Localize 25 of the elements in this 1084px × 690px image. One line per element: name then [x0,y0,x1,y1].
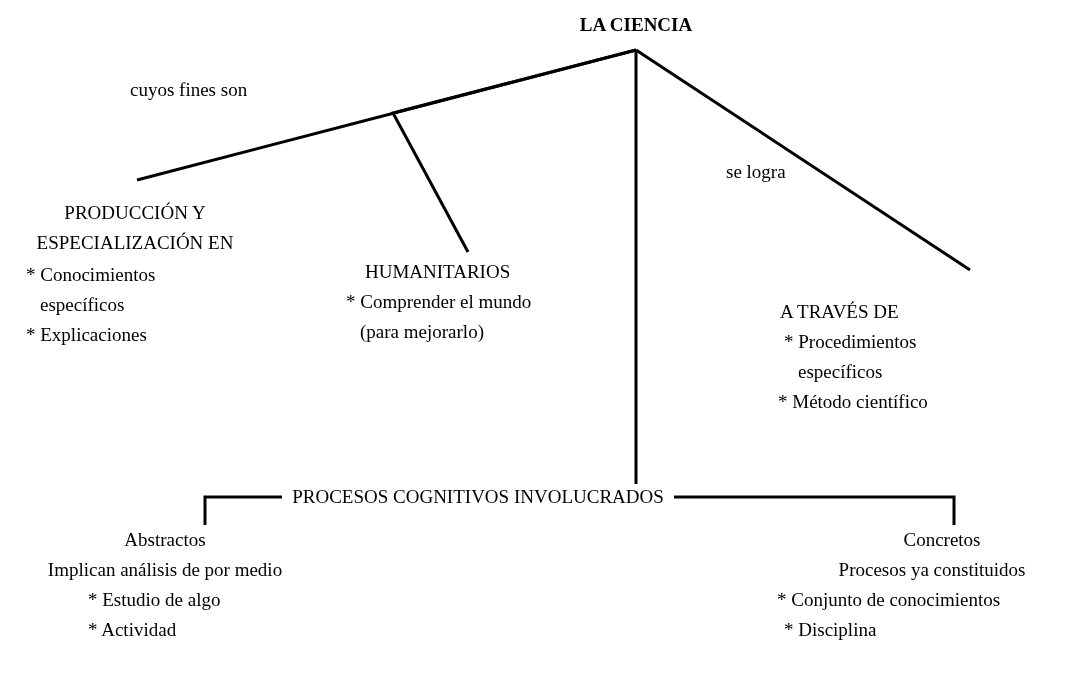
bullet-item: * Explicaciones [26,324,147,345]
description-text: Procesos ya constituidos [838,559,1026,580]
bullet-item: * Procedimientos específicos [784,331,917,382]
connector-line [674,495,956,525]
heading-text: Abstractos [124,529,206,550]
connector-line [203,495,282,525]
bullet-item: * Actividad [88,619,177,640]
heading-text: PROCESOS COGNITIVOS INVOLUCRADOS [292,486,664,507]
bullet-item: * Disciplina [784,619,877,640]
connector-line [390,48,637,253]
description-text: Implican análisis de por medio [47,559,283,580]
bullet-item: * Estudio de algo [88,589,221,610]
connector-line [634,50,638,484]
bullet-item: * Método científico [778,391,928,412]
bullet-item: * Conjunto de conocimientos [777,589,1001,610]
heading-text: A TRAVÉS DE [780,301,899,322]
bullet-item: * Comprender el mundo (para mejorarlo) [346,291,532,342]
title-text: LA CIENCIA [579,14,693,35]
heading-text: PRODUCCIÓN Y ESPECIALIZACIÓN EN [36,202,234,253]
connector-line [635,48,971,272]
heading-text: HUMANITARIOS [365,261,511,282]
edge-label: se logra [726,160,786,184]
bullet-item: * Conocimientos específicos [26,264,156,315]
edge-label: cuyos fines son [130,78,248,102]
heading-text: Concretos [903,529,981,550]
